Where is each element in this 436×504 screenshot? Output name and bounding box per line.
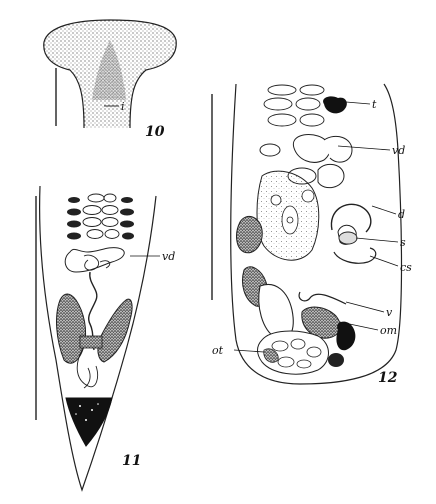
fig12-ductus (330, 203, 372, 233)
figure-12 (211, 83, 403, 385)
fig11-testes (67, 197, 134, 240)
fig11-right-lobe (97, 298, 133, 363)
fig11-left-lobe (56, 293, 87, 364)
fig12-label-cs: cs (400, 261, 412, 274)
fig10-number: 10 (145, 124, 165, 140)
fig12-central-cells (270, 189, 315, 235)
fig12-leader-cs (369, 255, 399, 267)
figure-10 (43, 19, 177, 129)
fig12-leader-vd (337, 145, 391, 151)
fig12-leader-v (345, 301, 385, 313)
fig12-sac (338, 231, 358, 245)
fig12-label-vd: vd (392, 144, 405, 157)
fig11-posterior-organ (65, 397, 113, 447)
fig12-ot-dark-part (263, 348, 279, 363)
fig10-inner-shading (92, 40, 126, 100)
fig12-left-dark-mass (236, 215, 263, 254)
fig12-label-ot: ot (212, 344, 224, 357)
fig12-label-om: om (380, 324, 397, 337)
fig12-dark-body (336, 321, 356, 351)
fig11-vas-deferens (64, 247, 125, 273)
fig11-posterior-speckles (75, 403, 99, 421)
figure-11 (35, 185, 160, 492)
fig12-vagina (298, 291, 347, 305)
fig12-ot-cells (271, 338, 322, 369)
fig11-isthmus (79, 335, 103, 349)
fig12-label-s: s (400, 236, 406, 249)
fig11-body-outline (39, 185, 157, 492)
fig12-label-v: v (386, 306, 393, 319)
fig12-leader-ot (233, 349, 265, 353)
fig12-leader-d (371, 205, 397, 215)
fig12-testes-top (263, 84, 325, 127)
fig12-number: 12 (378, 370, 398, 386)
fig12-leader-t (345, 101, 371, 105)
fig12-posterior-dark (328, 353, 344, 367)
fig11-vd-coil (83, 254, 111, 271)
fig12-dark-testis (323, 96, 347, 114)
fig12-cirrus-sac (333, 247, 377, 264)
fig11-number: 11 (122, 453, 141, 469)
fig11-vitelline-ovals (82, 193, 120, 239)
fig11-label-vd: vd (162, 250, 175, 263)
fig12-leader-s (355, 237, 399, 243)
fig11-lower-ducts (76, 349, 99, 389)
fig12-label-d: d (398, 208, 405, 221)
fig10-label-i: i (121, 100, 125, 113)
fig12-leader-om (339, 321, 379, 331)
fig12-label-t: t (372, 98, 377, 111)
fig12-body-outline (230, 83, 403, 385)
